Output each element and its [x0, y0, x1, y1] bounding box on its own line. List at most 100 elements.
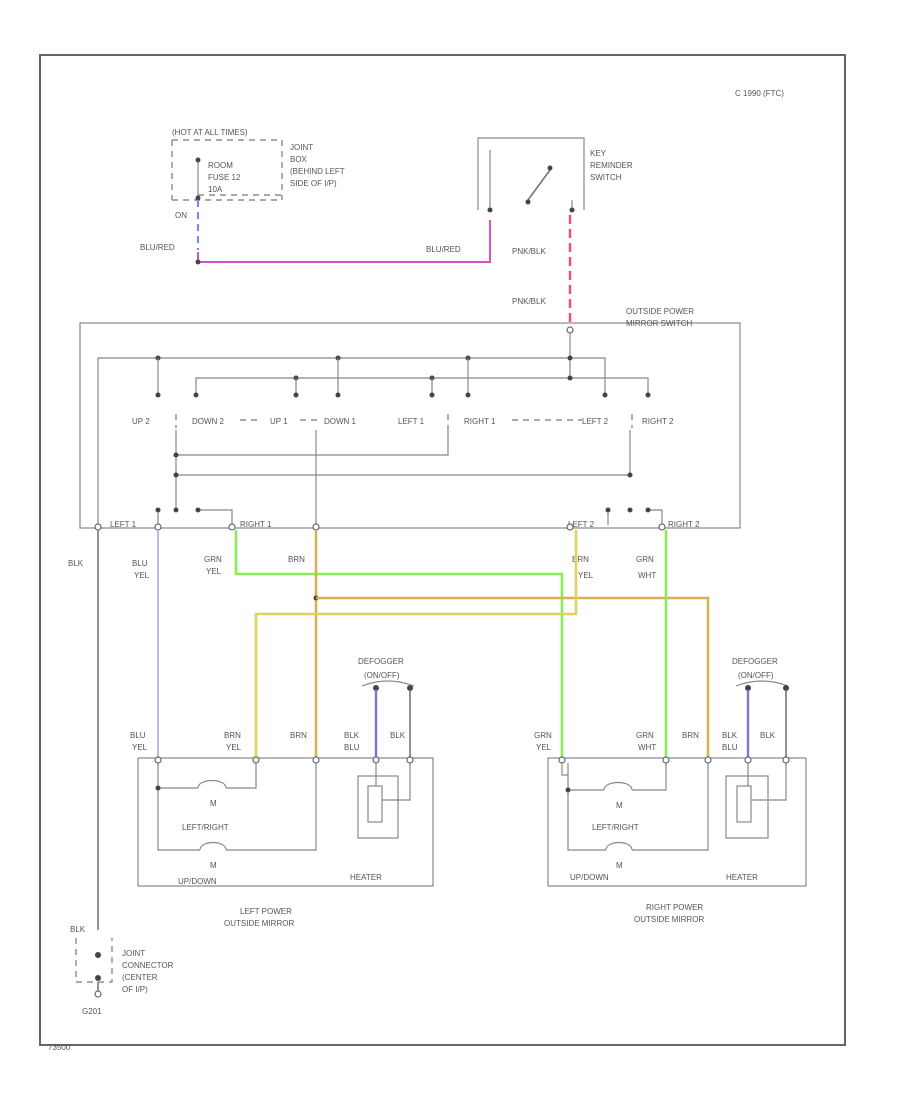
left-heater-leads: [375, 763, 411, 801]
fuse-box-outline: [172, 139, 283, 201]
right-mirror-lr-motor: [603, 781, 633, 791]
lm-blu2-label: BLU: [344, 743, 360, 752]
contact-dots: [155, 392, 651, 398]
up-down-1-label: UP/DOWN: [178, 877, 217, 886]
mirror-switch-box: [79, 322, 741, 529]
left-right-1-label: LEFT/RIGHT: [182, 823, 229, 832]
up2-label: UP 2: [132, 417, 150, 426]
joint-conn-label-1: JOINT: [122, 949, 145, 958]
blu-red-right-label: BLU/RED: [426, 245, 461, 254]
lm-blu-label: BLU: [130, 731, 146, 740]
right-mirror-terminals: [558, 756, 790, 764]
mirror-switch-label-1: OUTSIDE POWER: [626, 307, 694, 316]
key-switch-terminal-2: [569, 207, 575, 213]
defogger-2-label: DEFOGGER: [732, 657, 778, 666]
right-mirror-lr-m: M: [616, 801, 623, 810]
fuse-12-label: FUSE 12: [208, 173, 241, 182]
internal-dot-3: [627, 472, 633, 478]
down2-label: DOWN 2: [192, 417, 225, 426]
joint-connector-outline: [75, 938, 113, 983]
key-switch-pivot: [547, 165, 553, 171]
right-mirror-junction: [565, 787, 571, 793]
lm-brn-label: BRN: [224, 731, 241, 740]
rm-brn-label: BRN: [682, 731, 699, 740]
lm-yel2-label: YEL: [226, 743, 242, 752]
blu-red-left-label: BLU/RED: [140, 243, 175, 252]
lm-blk2-label: BLK: [390, 731, 406, 740]
grn-label-1: GRN: [204, 555, 222, 564]
defogger-2-terminal-b: [783, 685, 789, 691]
mirror-switch-label-2: MIRROR SWITCH: [626, 319, 692, 328]
key-switch-label-1: KEY: [590, 149, 607, 158]
blk-ground-label: BLK: [70, 925, 86, 934]
defogger-1-terminal-a: [373, 685, 379, 691]
right-heater-box: [725, 775, 769, 839]
defogger-2-arc: [735, 680, 789, 687]
yel-label-1: YEL: [134, 571, 150, 580]
bus-drops: [157, 358, 606, 395]
room-fuse-label: ROOM: [208, 161, 233, 170]
defogger-1-terminal-b: [407, 685, 413, 691]
key-switch-label-3: SWITCH: [590, 173, 622, 182]
heater-1-label: HEATER: [350, 873, 382, 882]
fuse-terminal-top: [195, 157, 201, 163]
left-mirror-lr-motor: [197, 779, 227, 789]
switch-output-leads: [157, 509, 663, 525]
key-reminder-switch-box: [477, 137, 585, 210]
bus-junctions: [155, 355, 573, 381]
pnk-blk-label-1: PNK/BLK: [512, 247, 546, 256]
switch-upper-bus: [97, 357, 606, 525]
right-bottom-1-label: RIGHT 1: [240, 520, 272, 529]
key-switch-terminal-1: [487, 207, 493, 213]
defogger-2b-label: (ON/OFF): [738, 671, 774, 680]
blu-label-1: BLU: [132, 559, 148, 568]
fuse-terminal-bottom: [195, 195, 201, 201]
right-mirror-ud-m: M: [616, 861, 623, 870]
joint-box-label-2: BOX: [290, 155, 308, 164]
left1-label: LEFT 1: [398, 417, 425, 426]
switch-lower-bus: [195, 377, 649, 395]
left-mirror-label-1: LEFT POWER: [240, 907, 292, 916]
blu-red-wire: [197, 220, 491, 263]
brn-label-1: BRN: [288, 555, 305, 564]
joint-box-label-4: SIDE OF I/P): [290, 179, 337, 188]
heater-2-label: HEATER: [726, 873, 758, 882]
brn-wire-right: [316, 596, 710, 760]
on-label: ON: [175, 211, 187, 220]
defogger-1-label: DEFOGGER: [358, 657, 404, 666]
blu-red-junction: [195, 259, 201, 265]
right-mirror-label-1: RIGHT POWER: [646, 903, 703, 912]
wht-label-1: WHT: [638, 571, 656, 580]
brn-yel-wire: [254, 530, 578, 760]
model-year-label: C 1990 (FTC): [735, 89, 784, 98]
pnk-blk-label-2: PNK/BLK: [512, 297, 546, 306]
defogger-1b-label: (ON/OFF): [364, 671, 400, 680]
left2-label: LEFT 2: [582, 417, 609, 426]
right2-label: RIGHT 2: [642, 417, 674, 426]
left-mirror-motor-wiring: [157, 763, 317, 851]
right-mirror-label-2: OUTSIDE MIRROR: [634, 915, 704, 924]
fuse-10a-label: 10A: [208, 185, 223, 194]
right-heater-leads: [747, 763, 787, 801]
internal-dot-2: [173, 472, 179, 478]
up1-label: UP 1: [270, 417, 288, 426]
left-mirror-ud-motor: [199, 841, 227, 851]
rm-blu-label: BLU: [722, 743, 738, 752]
ganged-switch-links: [175, 414, 633, 430]
yel-label-2: YEL: [206, 567, 222, 576]
right-mirror-motor-wiring: [561, 763, 709, 851]
left-bottom-2-label: LEFT 2: [568, 520, 595, 529]
switch-internal-links: [175, 430, 631, 510]
lm-yel-label: YEL: [132, 743, 148, 752]
diagram-frame: [39, 54, 846, 1046]
key-switch-contact-dot: [525, 199, 531, 205]
output-contact-dots: [155, 507, 651, 513]
right-bottom-2-label: RIGHT 2: [668, 520, 700, 529]
brn-label-2: BRN: [572, 555, 589, 564]
yel-label-3: YEL: [578, 571, 594, 580]
hot-at-all-times-label: (HOT AT ALL TIMES): [172, 128, 248, 137]
rm-yel-label: YEL: [536, 743, 552, 752]
left-right-2-label: LEFT/RIGHT: [592, 823, 639, 832]
left-heater-element: [367, 785, 383, 823]
